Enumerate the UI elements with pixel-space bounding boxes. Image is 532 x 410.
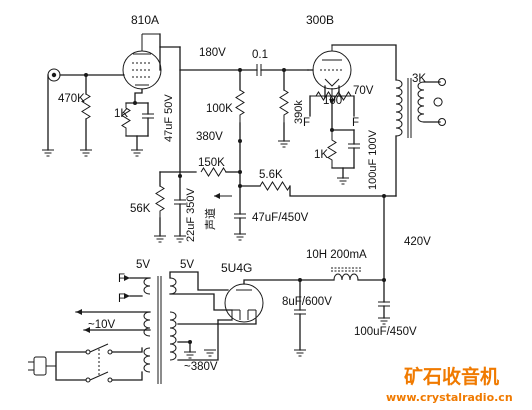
label-420v: 420V — [404, 236, 431, 248]
label-0-1: 0.1 — [252, 49, 268, 61]
label-47uf-450v: 47uF/450V — [252, 212, 309, 224]
label-1k-b: 1K — [314, 149, 328, 161]
label-70v: 70V — [353, 85, 374, 97]
label-810a: 810A — [131, 13, 159, 27]
resistor-1k-cathode-300b — [327, 130, 337, 168]
capacitor-100uf-450v — [378, 279, 390, 319]
label-choke: 10H 200mA — [306, 249, 367, 261]
label-180v: 180V — [199, 47, 226, 59]
label-22uf-350v: 22uF 350V — [185, 188, 197, 242]
label-47uf-50v: 47uF 50V — [163, 94, 175, 142]
watermark-url: www.crystalradio.cn — [386, 391, 513, 404]
label-100: 100 — [323, 95, 342, 107]
label-5-6k: 5.6K — [259, 169, 283, 181]
label-f-1: F — [303, 117, 310, 129]
label-1k-a: 1K — [114, 108, 128, 120]
choke-10h — [331, 267, 361, 281]
capacitor-100uf-100v — [348, 129, 360, 169]
label-380v-b: ~380V — [184, 361, 218, 373]
label-f-4: F — [118, 293, 125, 305]
label-100k: 100K — [206, 103, 233, 115]
label-channel: 声道 — [203, 208, 217, 230]
label-5v-a: 5V — [136, 259, 150, 271]
label-470k: 470K — [58, 93, 85, 105]
power-transformer — [143, 276, 177, 384]
tube-300b — [312, 45, 352, 90]
ground-symbol — [42, 149, 54, 157]
capacitor-47uf-50v — [142, 102, 154, 137]
label-10v: ~10V — [88, 319, 116, 331]
resistor-150k — [200, 167, 227, 177]
label-380v-a: 380V — [196, 131, 223, 143]
label-5v-b: 5V — [180, 259, 194, 271]
potentiometer-100-ohm — [310, 88, 354, 104]
label-150k: 150K — [198, 157, 225, 169]
power-plug — [28, 356, 56, 376]
power-switch — [85, 343, 113, 383]
tube-5u4g — [224, 283, 264, 323]
label-f-3: F — [118, 273, 125, 285]
label-5u4g: 5U4G — [221, 261, 252, 275]
speaker-terminals — [438, 78, 446, 126]
capacitor-47uf-450v — [234, 185, 246, 235]
label-100uf-100v: 100uF 100V — [367, 129, 379, 190]
input-jack — [47, 68, 61, 82]
resistor-5-6k — [259, 181, 291, 191]
output-transformer-3k — [395, 78, 425, 138]
resistor-100k — [235, 89, 245, 123]
resistor-470k — [81, 93, 91, 120]
label-300b: 300B — [306, 13, 334, 27]
capacitor-8uf-600v — [294, 279, 306, 351]
watermark-title: 矿石收音机 — [404, 365, 499, 388]
resistor-56k — [155, 185, 165, 218]
tube-810a — [122, 33, 162, 90]
channel-arrow — [214, 193, 232, 199]
resistor-390k — [279, 89, 289, 123]
label-f-2: F — [352, 117, 359, 129]
resistor-1k-cathode — [121, 103, 131, 136]
label-100uf-450v: 100uF/450V — [354, 326, 417, 338]
label-8uf-600v: 8uF/600V — [282, 296, 332, 308]
label-56k: 56K — [130, 203, 151, 215]
label-3k: 3K — [412, 73, 426, 85]
label-390k: 390k — [293, 100, 305, 124]
capacitor-22uf-350v — [174, 175, 186, 237]
